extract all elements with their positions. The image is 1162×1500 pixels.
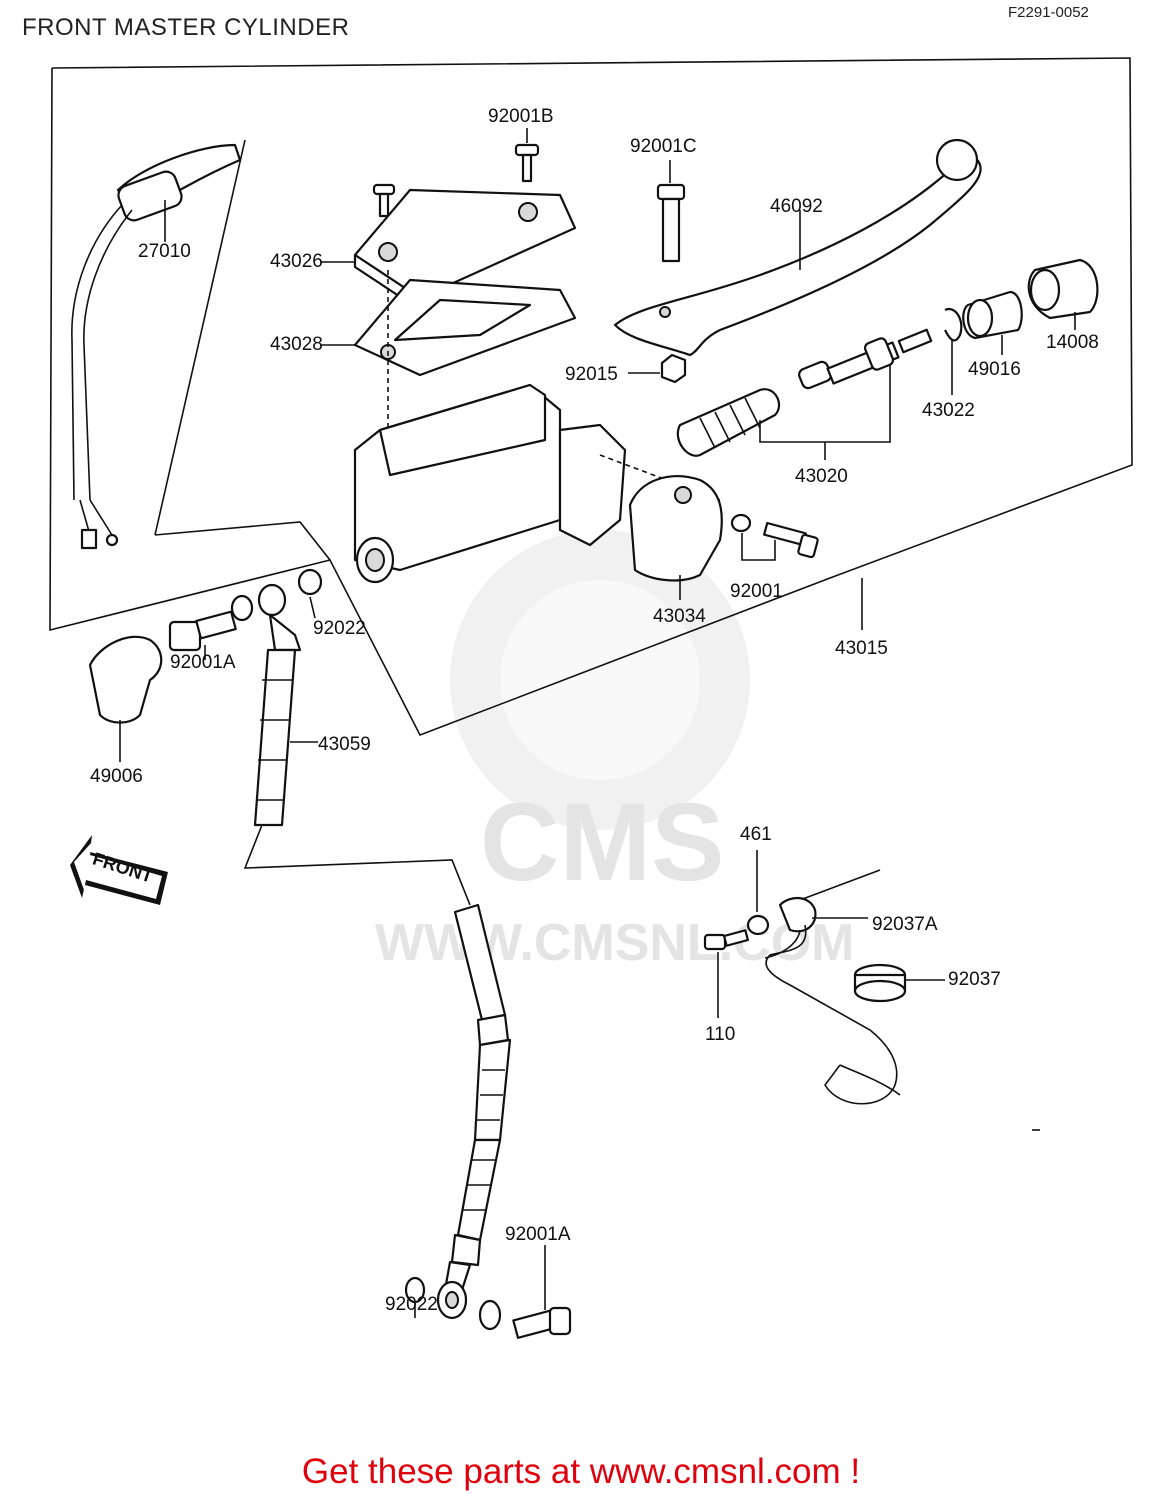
- diaphragm-part: [320, 270, 577, 450]
- footer-link[interactable]: Get these parts at www.cmsnl.com !: [301, 1452, 861, 1491]
- brake-switch-part: [71, 143, 242, 550]
- master-cylinder-body-part: [353, 383, 721, 584]
- label-49016: 49016: [968, 359, 1021, 380]
- cover-part: [88, 635, 163, 762]
- label-43026: 43026: [270, 251, 323, 272]
- label-92001c: 92001C: [630, 136, 697, 157]
- brake-lever-part: [613, 138, 982, 357]
- hose-bracket-part: [703, 850, 1040, 1131]
- part-labels: 92001B 92001C 46092 27010 43026 43028 92…: [90, 106, 1099, 1315]
- cap-14008-part: [1027, 258, 1099, 330]
- boot-part: [962, 290, 1023, 355]
- diagram-code: F2291-0052: [1008, 4, 1089, 21]
- bolt-92001-part: [730, 513, 819, 561]
- banjo-bolt-bottom-part: [404, 1245, 572, 1339]
- page-title: FRONT MASTER CYLINDER: [22, 14, 350, 41]
- label-92001b: 92001B: [488, 106, 554, 127]
- watermark-brand: CMS: [480, 781, 724, 904]
- clip-part: [944, 307, 963, 395]
- label-461: 461: [740, 824, 772, 845]
- banjo-bolt-top-part: [168, 610, 237, 660]
- label-49006: 49006: [90, 766, 143, 787]
- front-arrow: FRONT: [70, 835, 168, 905]
- piston-kit-part: [676, 328, 933, 460]
- label-92001a-top: 92001A: [170, 652, 236, 673]
- brake-hose-bottom-part: [436, 903, 512, 1320]
- label-92022-top: 92022: [313, 618, 366, 639]
- label-43059: 43059: [318, 734, 371, 755]
- label-43028: 43028: [270, 334, 323, 355]
- label-110: 110: [705, 1024, 735, 1045]
- label-43015: 43015: [835, 638, 888, 659]
- label-92022-bottom: 92022: [385, 1294, 438, 1315]
- label-27010: 27010: [138, 241, 191, 262]
- nut-part: [628, 353, 687, 384]
- pivot-bolt-part: [656, 160, 686, 263]
- watermark: CMS WWW.CMSNL.COM: [375, 530, 854, 972]
- watermark-url: WWW.CMSNL.COM: [375, 914, 854, 972]
- label-92001: 92001: [730, 581, 783, 602]
- screw-92001b-part: [372, 128, 540, 218]
- label-14008: 14008: [1046, 332, 1099, 353]
- parts-diagram: CMS WWW.CMSNL.COM: [49, 57, 1133, 1339]
- label-92015: 92015: [565, 364, 618, 385]
- assembly-outline: [49, 57, 1133, 737]
- label-92001a-bottom: 92001A: [505, 1224, 571, 1245]
- label-46092: 46092: [770, 196, 823, 217]
- brake-hose-top-part: [230, 568, 323, 827]
- label-92037: 92037: [948, 969, 1001, 990]
- label-43022: 43022: [922, 400, 975, 421]
- label-43020: 43020: [795, 466, 848, 487]
- clamp-part: [628, 475, 723, 600]
- label-43034: 43034: [653, 606, 706, 627]
- label-92037a: 92037A: [872, 914, 938, 935]
